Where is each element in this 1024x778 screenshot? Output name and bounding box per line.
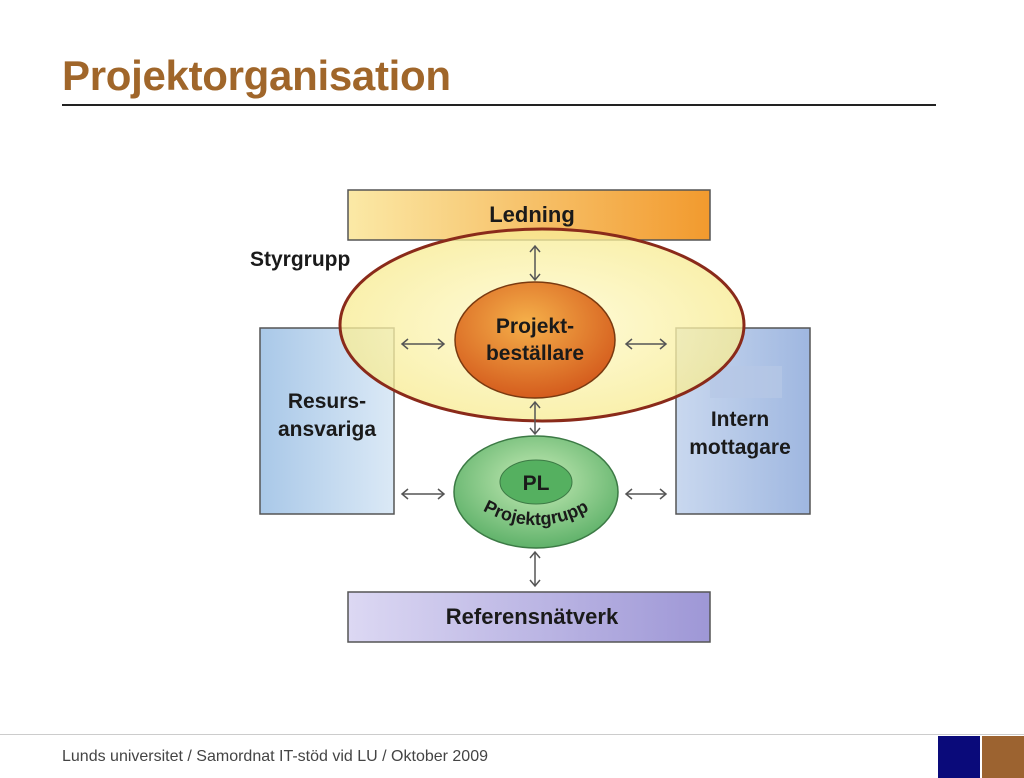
intern-line2: mottagare xyxy=(689,436,791,459)
projektbestallare-node: Projekt- beställare xyxy=(454,281,616,399)
referensnatverk-label: Referensnätverk xyxy=(446,604,619,629)
footer-square-gap xyxy=(980,736,982,778)
arrow-ledning-bestallare xyxy=(529,244,541,282)
styrgrupp-label: Styrgrupp xyxy=(250,248,350,271)
footer-blue-square xyxy=(938,736,980,778)
footer-brown-square xyxy=(982,736,1024,778)
bestallare-line2: beställare xyxy=(486,342,584,365)
slide-title: Projektorganisation xyxy=(62,52,451,99)
title-divider xyxy=(62,104,936,106)
arrow-pl-intern xyxy=(624,488,668,500)
arrow-resurs-bestallare xyxy=(400,338,446,350)
arrow-pl-referens xyxy=(529,550,541,588)
footer-text: Lunds universitet / Samordnat IT-stöd vi… xyxy=(62,748,488,765)
organisation-diagram: Resurs- ansvariga Intern mottagare Ledni… xyxy=(240,180,840,660)
resursansvariga-line2: ansvariga xyxy=(278,418,376,441)
arrow-resurs-pl xyxy=(400,488,446,500)
arrow-bestallare-intern xyxy=(624,338,668,350)
pl-label: PL xyxy=(523,472,550,495)
projektgrupp-node: PL Projektgrupp xyxy=(453,435,619,549)
footer-divider xyxy=(0,734,1024,735)
intern-line1: Intern xyxy=(711,408,769,431)
referensnatverk-bar: Referensnätverk xyxy=(347,591,711,643)
ledning-label: Ledning xyxy=(489,202,575,227)
intern-mottagare-box: Intern mottagare xyxy=(675,327,811,515)
resursansvariga-line1: Resurs- xyxy=(288,390,366,413)
arrow-bestallare-pl xyxy=(529,400,541,436)
bestallare-line1: Projekt- xyxy=(496,315,574,338)
